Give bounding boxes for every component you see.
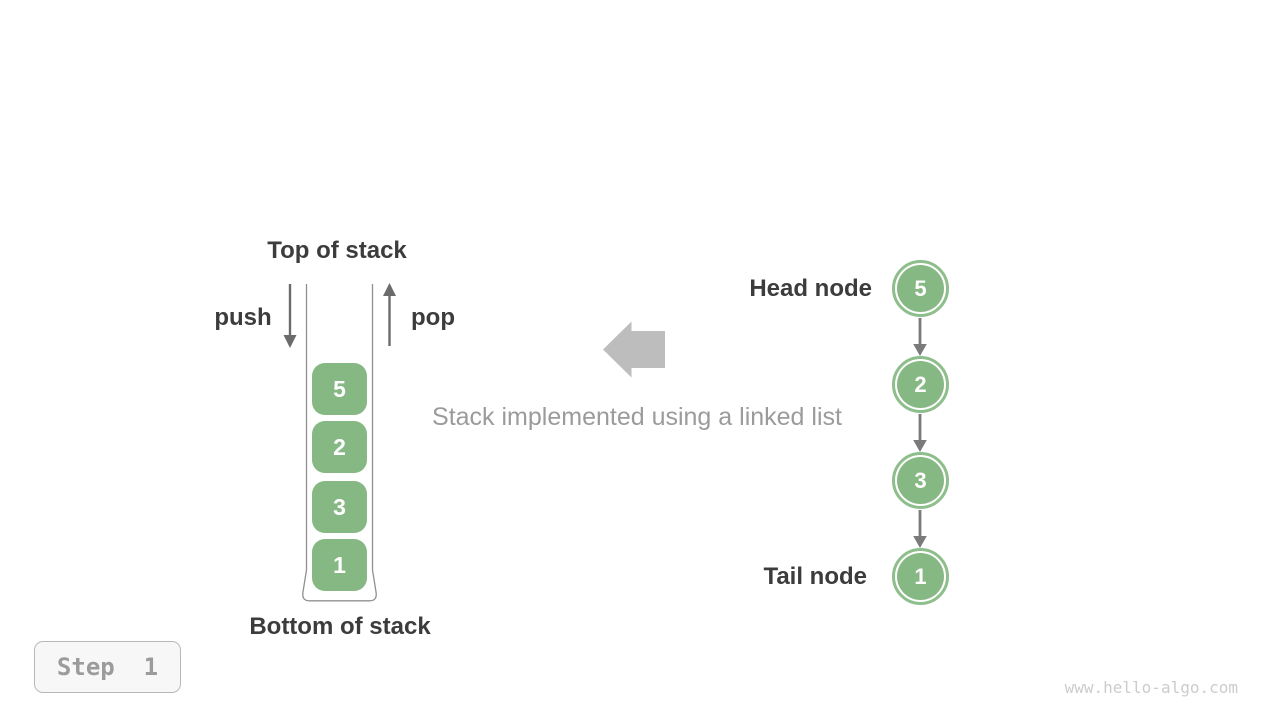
stack-item: 2 xyxy=(312,421,367,473)
list-node: 2 xyxy=(892,356,949,413)
list-node-circle: 2 xyxy=(897,361,944,408)
head-node-label: Head node xyxy=(749,275,872,302)
list-node-circle: 5 xyxy=(897,265,944,312)
list-node: 5 xyxy=(892,260,949,317)
stack-item: 1 xyxy=(312,539,367,591)
list-node-circle: 3 xyxy=(897,457,944,504)
step-badge-label: Step 1 xyxy=(56,653,159,681)
watermark-text: www.hello-algo.com xyxy=(1064,678,1238,697)
stack-item: 5 xyxy=(312,363,367,415)
stack-item-value: 2 xyxy=(333,433,346,460)
list-node-circle: 1 xyxy=(897,553,944,600)
pop-label: pop xyxy=(411,304,455,331)
stack-item-value: 1 xyxy=(333,551,346,578)
pop-arrow-icon xyxy=(383,283,396,346)
push-label: push xyxy=(214,304,272,331)
figure-caption: Stack implemented using a linked list xyxy=(432,403,842,431)
bottom-of-stack-label: Bottom of stack xyxy=(249,613,431,640)
push-arrow-icon xyxy=(283,284,297,348)
list-node-value: 3 xyxy=(914,467,927,493)
top-of-stack-label: Top of stack xyxy=(267,237,407,264)
list-node-value: 1 xyxy=(914,563,927,589)
list-node-value: 2 xyxy=(914,371,927,397)
list-link-arrow xyxy=(913,414,927,452)
list-node: 1 xyxy=(892,548,949,605)
stack-item: 3 xyxy=(312,481,367,533)
list-link-arrow xyxy=(913,318,927,356)
step-badge: Step 1 xyxy=(34,641,181,693)
list-node: 3 xyxy=(892,452,949,509)
stack-item-value: 5 xyxy=(333,375,346,402)
list-node-value: 5 xyxy=(914,275,927,301)
block-arrow-left-icon xyxy=(603,321,665,378)
stack-item-value: 3 xyxy=(333,493,346,520)
tail-node-label: Tail node xyxy=(763,563,867,590)
list-link-arrow xyxy=(913,510,927,548)
stack-container-outline xyxy=(302,284,377,602)
